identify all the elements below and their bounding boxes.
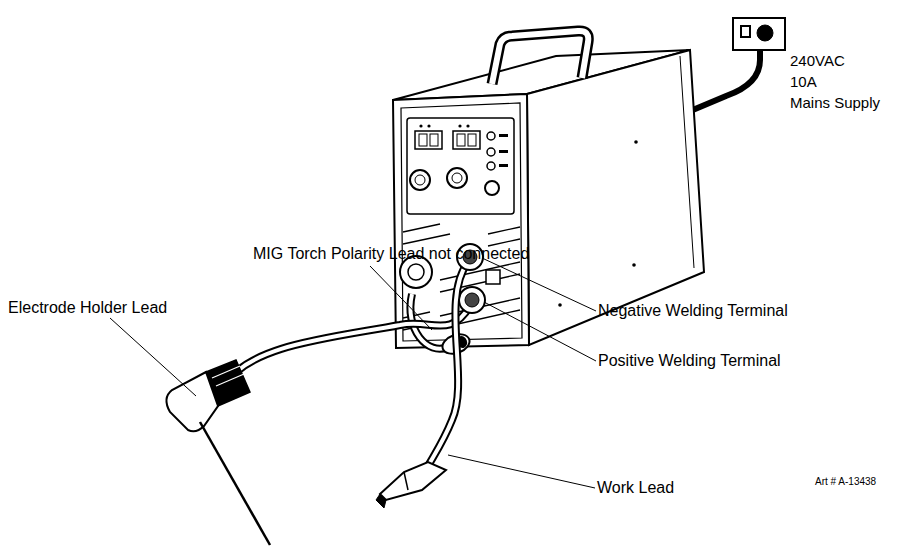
panel-button: [487, 132, 495, 140]
leader-line: [484, 302, 596, 361]
display-digit: [430, 134, 438, 146]
callout-label: Mains Supply: [790, 94, 880, 112]
vent-slot: [403, 234, 450, 244]
grip-ridge: [212, 366, 240, 378]
button-legend: [499, 164, 508, 167]
side-screw: [632, 263, 636, 267]
carry-handle-inner: [492, 31, 588, 84]
callout-label: 10A: [790, 73, 817, 91]
callout-label: Positive Welding Terminal: [598, 351, 781, 370]
front-frame: [401, 103, 522, 341]
callout-label: 240VAC: [790, 52, 845, 70]
control-knob: [447, 168, 467, 188]
electrode-holder-head: [166, 372, 218, 431]
button-legend: [499, 134, 508, 137]
vent-slot: [488, 227, 520, 234]
control-connector: [486, 270, 500, 284]
positive-terminal-plug: [465, 293, 479, 307]
welder-side-face: [527, 50, 704, 345]
electrode-holder-lead-inner: [226, 306, 470, 384]
panel-button: [487, 162, 495, 170]
panel-button: [487, 148, 495, 156]
indicator-led: [466, 124, 469, 127]
positive-terminal: [459, 287, 485, 313]
callout-label: MIG Torch Polarity Lead not connected: [253, 244, 529, 263]
leader-line: [482, 258, 596, 311]
leader-line: [448, 455, 595, 488]
digital-display: [415, 131, 442, 149]
callout-label: Negative Welding Terminal: [598, 301, 788, 320]
control-knob: [410, 170, 430, 190]
outlet-socket-slot: [741, 26, 750, 37]
outlet-plug: [757, 25, 773, 41]
side-edge-line: [680, 56, 694, 268]
mig-torch-socket-core: [408, 264, 424, 280]
control-knob-cap: [452, 173, 462, 183]
callout-label: Art # A-13438: [815, 476, 876, 488]
indicator-led: [458, 124, 461, 127]
indicator-led: [427, 124, 430, 127]
work-lead: [428, 262, 468, 466]
display-digit: [457, 134, 465, 146]
vent-slot: [403, 224, 440, 232]
callout-label: Work Lead: [597, 478, 674, 497]
work-clamp-jaw: [376, 494, 386, 508]
leader-line: [110, 318, 196, 396]
control-knob: [485, 181, 499, 195]
callout-label: Electrode Holder Lead: [8, 298, 167, 317]
display-digit: [419, 134, 427, 146]
welder-front-face: [393, 94, 529, 348]
mains-cable: [688, 44, 760, 112]
leader-line: [370, 266, 432, 330]
vent-slot: [488, 239, 520, 246]
button-legend: [499, 150, 508, 153]
grip-ridge: [216, 374, 244, 386]
work-clamp-hinge: [404, 472, 408, 490]
indicator-led: [419, 124, 422, 127]
control-knob-cap: [415, 175, 425, 185]
mains-outlet: [733, 18, 785, 50]
digital-display: [453, 131, 480, 149]
work-clamp: [380, 462, 446, 500]
side-screw: [558, 303, 562, 307]
electrode-rod: [200, 422, 270, 545]
carry-handle: [492, 31, 588, 84]
control-panel: [407, 118, 514, 214]
work-lead-inner: [428, 262, 468, 466]
side-screw: [634, 140, 638, 144]
display-digit: [468, 134, 476, 146]
electrode-holder-lead: [226, 306, 470, 384]
